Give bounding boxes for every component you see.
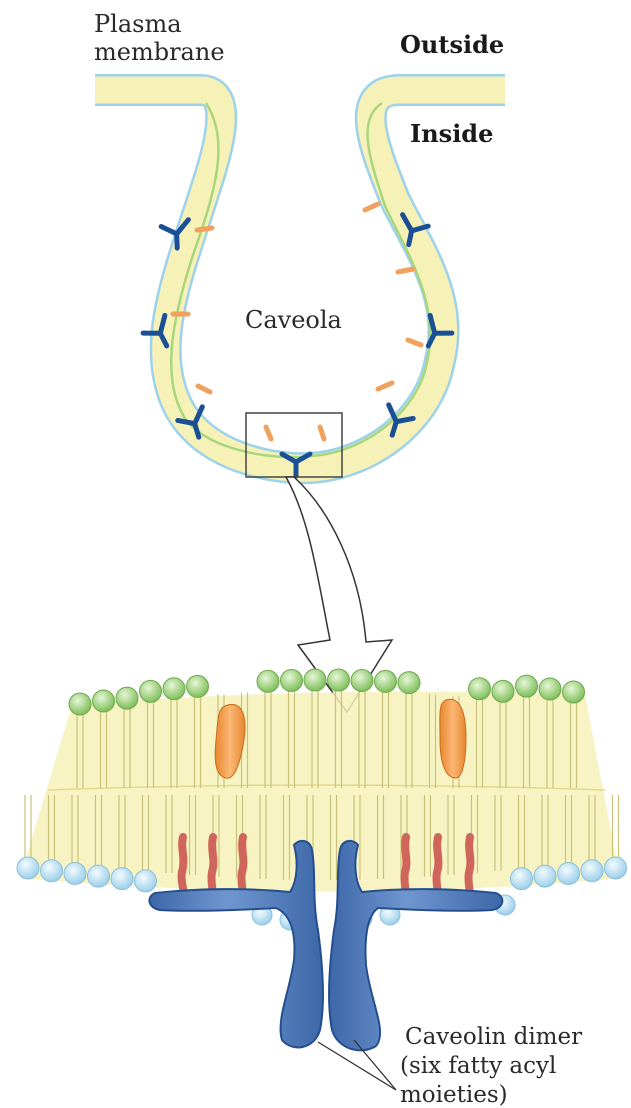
lipid-head-outer xyxy=(328,669,350,691)
lipid-head-inner xyxy=(534,865,556,887)
lipid-head-inner xyxy=(88,865,110,887)
lipid-head-outer xyxy=(187,675,209,697)
caveolin-dimer-label: (six fatty acyl xyxy=(400,1053,556,1079)
lipid-head-outer xyxy=(163,678,185,700)
inside-label: Inside xyxy=(410,119,493,148)
lipid-head-outer xyxy=(304,669,326,691)
lipid-head-outer xyxy=(257,670,279,692)
outside-label: Outside xyxy=(400,30,504,59)
lipid-head-outer xyxy=(351,670,373,692)
lipid-head-outer xyxy=(398,672,420,694)
lipid-head-outer xyxy=(375,670,397,692)
lipid-head-outer xyxy=(93,690,115,712)
lipid-head-outer xyxy=(516,675,538,697)
caveola-label: Caveola xyxy=(245,306,342,334)
caveolin-dimer-label: Caveolin dimer xyxy=(405,1024,582,1050)
lipid-head-outer xyxy=(469,678,491,700)
lipid-head-inner xyxy=(511,868,533,890)
lipid-head-inner xyxy=(558,862,580,884)
orange-molecule xyxy=(440,699,466,778)
lipid-head-inner xyxy=(64,862,86,884)
lipid-head-outer xyxy=(281,670,303,692)
lipid-head-inner xyxy=(111,868,133,890)
lipid-head-outer xyxy=(492,680,514,702)
caveolin-dimer-label: moieties) xyxy=(400,1082,508,1108)
lipid-head-outer xyxy=(69,693,91,715)
lipid-head-inner xyxy=(135,870,157,892)
lipid-head-inner xyxy=(605,857,627,879)
lipid-head-inner xyxy=(41,860,63,882)
lipid-head-outer xyxy=(140,680,162,702)
lipid-head-inner xyxy=(581,860,603,882)
lipid-head-inner xyxy=(17,857,39,879)
plasma-membrane-label: Plasma xyxy=(94,10,182,38)
lipid-head-outer xyxy=(539,678,561,700)
lipid-head-outer xyxy=(563,681,585,703)
lipid-head-outer xyxy=(116,687,138,709)
plasma-membrane-label: membrane xyxy=(94,38,225,66)
